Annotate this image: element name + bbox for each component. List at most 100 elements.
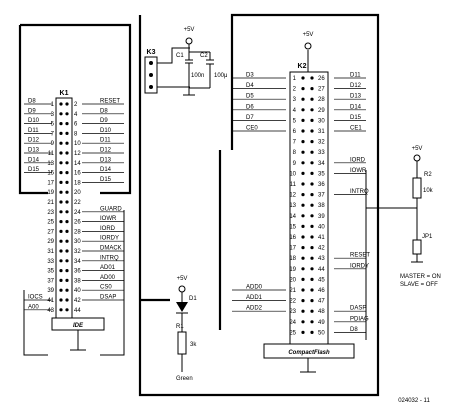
k1-pin [65,239,69,243]
k1-pin [59,210,63,214]
k2-pin [301,288,305,292]
k2-pin-number: 21 [289,288,296,294]
k2-pin [301,171,305,175]
k2-title: CompactFlash [288,350,330,356]
k1-pin-number: 25 [47,220,54,226]
k2-pin [301,76,305,80]
k1-pin-number: 15 [47,171,54,177]
k2-pin [310,277,314,281]
k2-pin [310,97,314,101]
k1-pin [59,288,63,292]
k2-pin-number: 14 [289,214,296,220]
r1-value: 3k [190,342,197,348]
k1-pin [65,180,69,184]
k2-pin-number: 4 [293,108,297,114]
k2-left-signal: CE0 [246,126,258,132]
k2-pin [310,330,314,334]
k2-pin-number: 44 [318,267,325,273]
k2-pin [310,203,314,207]
k2-pin-number: 32 [318,140,325,146]
k2-pin [301,214,305,218]
k1-left-signal: D12 [28,138,40,144]
k2-pin [310,214,314,218]
k2-left-signal: D4 [246,83,254,89]
k2-pin [310,87,314,91]
k2-pin-number: 49 [318,320,325,326]
k2-pin [301,87,305,91]
k2-pin-number: 30 [318,118,325,124]
k1-right-signal: GUARD [100,206,122,212]
k2-pin [310,320,314,324]
k1-right-signal: DMACK [100,246,122,252]
k2-pin [310,129,314,133]
k2-pin [301,129,305,133]
k2-pin-number: 15 [289,224,296,230]
k2-right-signal: D8 [350,327,358,333]
k2-right-signal: D14 [350,104,362,110]
k1-pin [59,190,63,194]
k2-pin [301,330,305,334]
k2-left-signal: ADD2 [246,306,263,312]
k2-pin [301,224,305,228]
k2-pin-number: 1 [293,76,297,82]
k2-pin [301,256,305,260]
k2-left-signal: D5 [246,94,254,100]
k2-right-signal: RESET [350,253,370,259]
k2-pin [310,171,314,175]
k2-pin [301,235,305,239]
k1-pin-number: 16 [74,171,81,177]
bus-lines [18,13,380,397]
k1-pin-number: 8 [74,131,78,137]
k1-pin-number: 21 [47,200,54,206]
k1-left-signal: D10 [28,118,40,124]
k2-pin-number: 39 [318,214,325,220]
k1-pin [59,229,63,233]
k2-pin [301,193,305,197]
k2-pin-number: 18 [289,256,296,262]
k2-pin-number: 8 [293,150,297,156]
k2-pin-number: 22 [289,299,296,305]
k1-pin-number: 22 [74,200,81,206]
k1-pin [65,171,69,175]
k1-pin-number: 27 [47,229,54,235]
vcc-label: +5V [303,32,314,38]
k1-left-signal: D15 [28,167,40,173]
k2-pin-number: 19 [289,267,296,273]
k1-pin-number: 14 [74,161,81,167]
k1-pin [59,220,63,224]
k2-right-signal: CE1 [350,126,362,132]
k1-pin-number: 10 [74,141,81,147]
k2-pin-number: 35 [318,171,325,177]
k1-pin [59,239,63,243]
k1-pin [65,269,69,273]
k2-pin-number: 50 [318,330,325,336]
k1-right-signal: D14 [100,167,112,173]
k1-pin [59,308,63,312]
c1-label: C1 [176,53,184,59]
k1-pin-number: 3 [51,112,55,118]
k1-pin-number: 32 [74,249,81,255]
supply-caps [183,37,312,96]
k2-right-signal: IORDY [350,263,369,269]
k1-pin [59,180,63,184]
mode-text-slave: SLAVE = OFF [400,282,438,288]
k1-pin [59,122,63,126]
k1-pin [59,200,63,204]
k2-pin [310,309,314,313]
k2-pin [310,140,314,144]
k1-left-signal: IOCS [28,295,43,301]
k2-pin [301,118,305,122]
k1-pin-number: 33 [47,259,54,265]
k1-pin-number: 5 [51,122,55,128]
k1-pin-number: 20 [74,190,81,196]
k1-pin-number: 42 [74,298,81,304]
k1-pin-number: 31 [47,249,54,255]
k2-pin-number: 46 [318,288,325,294]
k1-right-signal: IORDY [100,236,119,242]
k1-pin-number: 44 [74,308,81,314]
k1-pin-number: 30 [74,239,81,245]
k2-pin [301,97,305,101]
k3-header [144,47,190,94]
k2-pin-number: 45 [318,277,325,283]
